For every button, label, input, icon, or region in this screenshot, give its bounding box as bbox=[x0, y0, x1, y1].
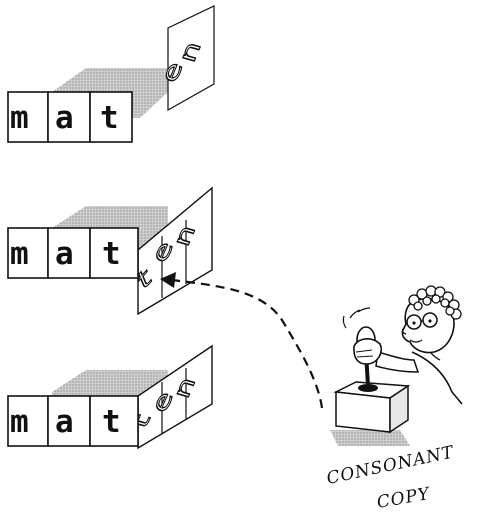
motion-lines-icon bbox=[343, 308, 370, 328]
row-3-front-letter: m bbox=[10, 404, 29, 440]
row-1-front-letter: t bbox=[100, 100, 119, 136]
row-2-front-letter: t bbox=[102, 236, 121, 272]
operator-floor-shadow bbox=[330, 430, 410, 446]
row-1-side-letter: n bbox=[172, 43, 208, 62]
operator-figure bbox=[330, 286, 462, 446]
row-3-front-letter: t bbox=[102, 404, 121, 440]
row-1-front-letter: m bbox=[10, 100, 29, 136]
row-3-front-letter: a bbox=[55, 404, 74, 440]
operator-arm bbox=[376, 352, 418, 372]
row-1-front-letter: a bbox=[55, 100, 74, 136]
caption: CONSONANT COPY bbox=[325, 442, 457, 513]
joystick-box-front bbox=[336, 392, 390, 432]
row-1: e n m a t bbox=[8, 6, 214, 142]
row-3: t e n m a t bbox=[8, 346, 212, 448]
caption-line-1: CONSONANT bbox=[325, 442, 457, 489]
row-2-front-letter: m bbox=[10, 236, 29, 272]
operator-eye bbox=[428, 319, 431, 322]
row-2-front-letter: a bbox=[55, 236, 74, 272]
row-2: t e n m a t bbox=[8, 188, 212, 314]
caption-line-2: COPY bbox=[375, 484, 432, 513]
operator-body bbox=[412, 352, 462, 404]
row-1-side-letter: e bbox=[154, 63, 190, 82]
operator-eye bbox=[412, 321, 415, 324]
